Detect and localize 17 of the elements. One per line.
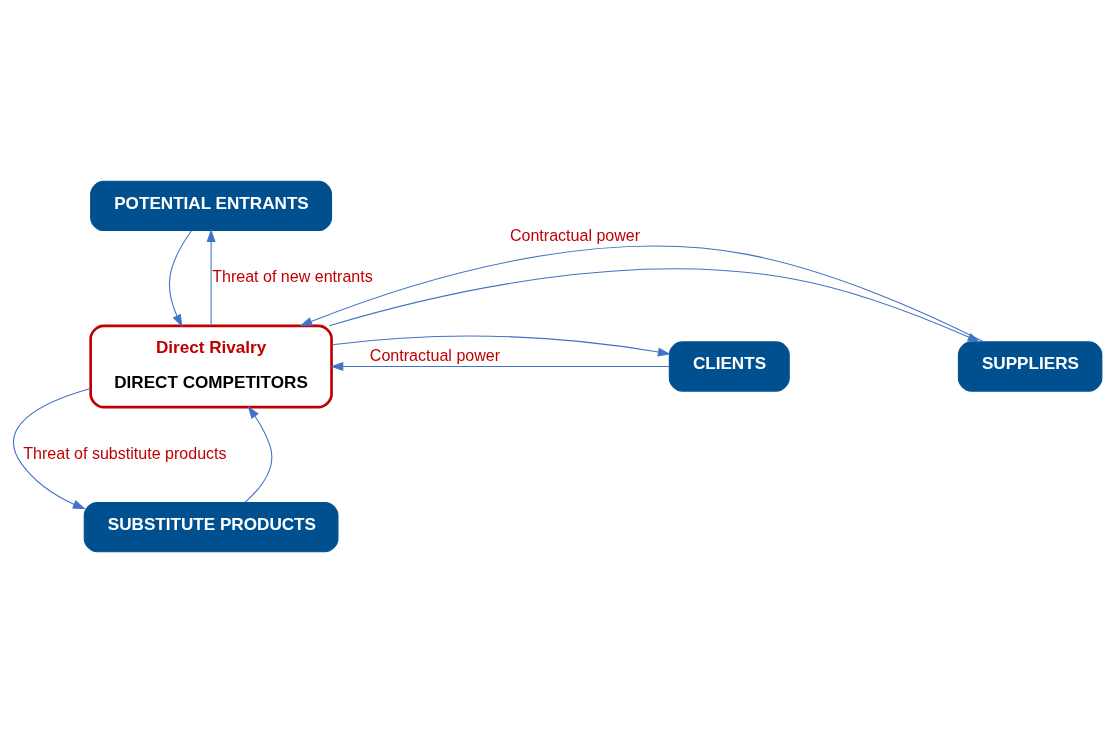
node-box: SUPPLIERS [957, 341, 1103, 392]
arrow [299, 245, 985, 343]
arrow [330, 362, 670, 371]
arrow [244, 405, 273, 503]
edge-label: Contractual power [369, 346, 501, 365]
node-box: POTENTIAL ENTRANTS [90, 180, 333, 232]
arrow [206, 229, 216, 327]
arrow [168, 230, 192, 328]
node-box: SUBSTITUTE PRODUCTS [83, 501, 339, 553]
edge-label: Threat of substitute products [23, 443, 227, 462]
node-box: Direct Rivalry DIRECT COMPETITORS [89, 324, 333, 409]
arrow [328, 268, 981, 343]
edge-label: Contractual power [509, 225, 641, 244]
arrow [13, 387, 92, 510]
node-box: CLIENTS [668, 341, 790, 392]
edge-label: Threat of new entrants [212, 266, 373, 285]
arrow [331, 335, 671, 357]
